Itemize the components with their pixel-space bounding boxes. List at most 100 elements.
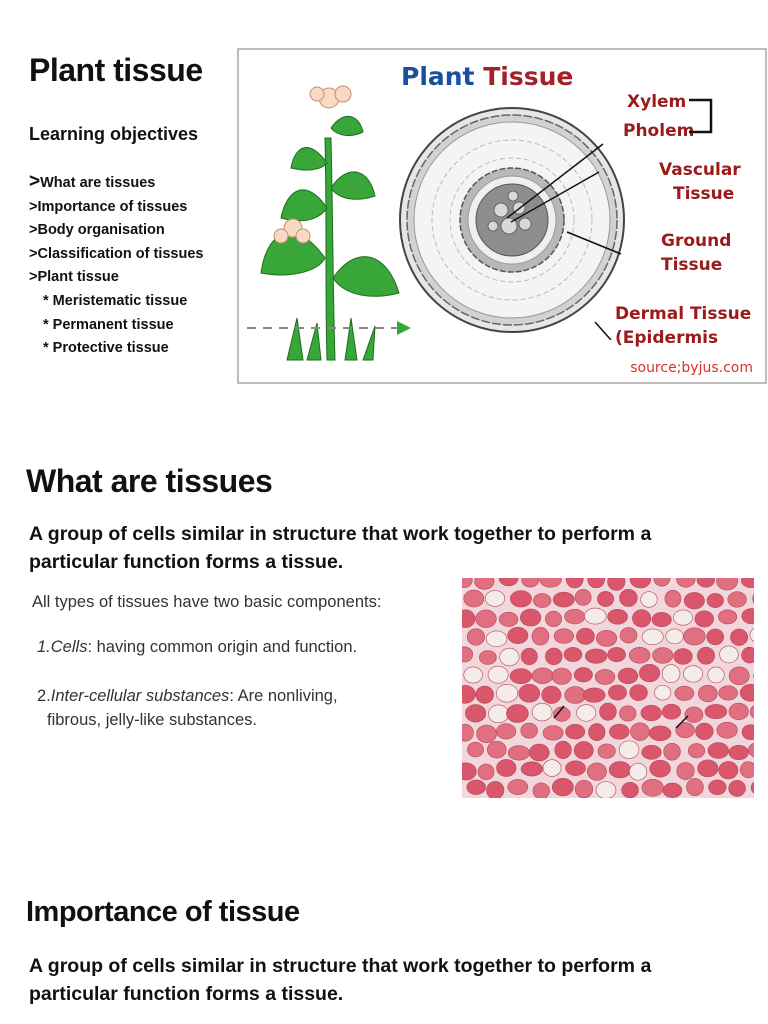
objective-item: >Plant tissue xyxy=(29,269,119,286)
micrograph-cell xyxy=(585,648,608,664)
micrograph-cell xyxy=(630,722,650,741)
micrograph-cell xyxy=(510,590,532,608)
micrograph-cell xyxy=(629,578,651,589)
micrograph-cell xyxy=(532,782,550,798)
micrograph-cell xyxy=(727,591,747,608)
objective-item: >What are tissues xyxy=(29,171,156,192)
micrograph-cell xyxy=(542,759,562,777)
micrograph-cell xyxy=(499,647,520,667)
objective-subitem: * Meristematic tissue xyxy=(43,292,188,309)
micrograph-cell xyxy=(741,724,754,740)
section-title-importance: Importance of tissue xyxy=(26,896,300,928)
page-title: Plant tissue xyxy=(29,52,203,88)
micrograph-cell xyxy=(704,704,728,720)
micrograph-cell xyxy=(576,704,597,722)
micrograph-cell xyxy=(608,684,627,701)
ground-label-line2: Tissue xyxy=(661,255,723,275)
micrograph-cell xyxy=(496,759,517,777)
micrograph-cell xyxy=(520,608,542,627)
micrograph-cell xyxy=(586,762,607,781)
micrograph-cell xyxy=(573,667,593,683)
micrograph-cell xyxy=(728,666,750,686)
micrograph-cell xyxy=(706,628,724,646)
micrograph-cell xyxy=(684,706,704,723)
micrograph-cell xyxy=(553,706,571,722)
micrograph-cell xyxy=(697,759,719,778)
micrograph-cell xyxy=(565,578,584,589)
micrograph-cell xyxy=(607,608,628,625)
micrograph-cell xyxy=(542,725,564,741)
objectives-heading: Learning objectives xyxy=(29,124,199,144)
micrograph-cell xyxy=(565,760,586,776)
micrograph-cell xyxy=(676,762,695,780)
micrograph-cell xyxy=(749,705,754,719)
micrograph-cell xyxy=(588,723,606,742)
micrograph-cell xyxy=(683,665,704,683)
micrograph-cell xyxy=(533,593,552,608)
micrograph-cell xyxy=(629,684,648,701)
micrograph-cell xyxy=(728,780,746,797)
micrograph-cell xyxy=(665,628,684,645)
micrograph-cell xyxy=(728,744,749,761)
micrograph-cell xyxy=(664,589,682,608)
micrograph-cell xyxy=(462,609,476,628)
micrograph-cell xyxy=(539,578,562,588)
vascular-label-line2: Tissue xyxy=(673,184,735,204)
micrograph-cell xyxy=(574,779,594,798)
micrograph-cell xyxy=(697,646,715,665)
micrograph-cell xyxy=(506,704,529,723)
micrograph-cell xyxy=(698,685,718,703)
stem-cross-section xyxy=(399,107,625,340)
micrograph-cell xyxy=(728,702,749,721)
micrograph-cell xyxy=(520,761,543,777)
objective-item: >Classification of tissues xyxy=(29,245,204,262)
micrograph-cell xyxy=(528,743,550,762)
micrograph-cell xyxy=(531,702,553,722)
objective-subitem: * Permanent tissue xyxy=(43,316,174,333)
micrograph-cell xyxy=(597,591,615,607)
micrograph-cell xyxy=(496,723,517,740)
micrograph-cell xyxy=(661,703,681,720)
micrograph-cell xyxy=(466,628,485,646)
micrograph-cell xyxy=(683,627,706,646)
micrograph-cell xyxy=(531,627,550,646)
micrograph-cell xyxy=(676,578,696,588)
micrograph-cell xyxy=(608,761,632,779)
xylem-label: Xylem xyxy=(627,92,687,112)
plant-illustration xyxy=(247,85,411,361)
micrograph-cell xyxy=(654,685,672,701)
component-item-intercellular: 2.Inter-cellular substances: Are nonlivi… xyxy=(37,687,338,729)
definition-text: A group of cells similar in structure th… xyxy=(29,523,652,573)
micrograph-cell xyxy=(652,647,674,664)
micrograph-cell xyxy=(554,740,572,759)
micrograph-cell xyxy=(573,741,594,760)
micrograph-cell xyxy=(708,779,727,795)
micrograph-cell xyxy=(563,647,583,662)
micrograph-cell xyxy=(587,578,605,589)
micrograph-cell xyxy=(584,607,607,625)
micrograph-cell xyxy=(741,646,754,664)
micrograph-cell xyxy=(718,609,738,625)
micrograph-cell xyxy=(479,650,497,665)
micrograph-cell xyxy=(607,647,626,663)
micrograph-cell xyxy=(465,704,487,723)
micrograph-cell xyxy=(462,762,477,781)
pholem-label: Pholem xyxy=(623,121,695,141)
micrograph-cell xyxy=(653,578,671,587)
micrograph-cell xyxy=(719,645,739,664)
micrograph-cell xyxy=(462,578,473,589)
micrograph-cell xyxy=(641,778,664,797)
micrograph-cell xyxy=(462,646,474,663)
micrograph-cell xyxy=(632,609,652,628)
micrograph-cell xyxy=(662,782,683,798)
micrograph-cell xyxy=(619,627,638,644)
section-title-what-are-tissues: What are tissues xyxy=(26,463,273,499)
micrograph-cell xyxy=(718,761,739,780)
components-intro: All types of tissues have two basic comp… xyxy=(32,593,382,611)
micrograph-cell xyxy=(696,578,715,588)
importance-definition-text: A group of cells similar in structure th… xyxy=(29,955,652,1005)
micrograph-cell xyxy=(741,608,754,624)
micrograph-cell xyxy=(663,742,681,761)
micrograph-cell xyxy=(648,725,672,741)
micrograph-cell xyxy=(694,610,714,628)
